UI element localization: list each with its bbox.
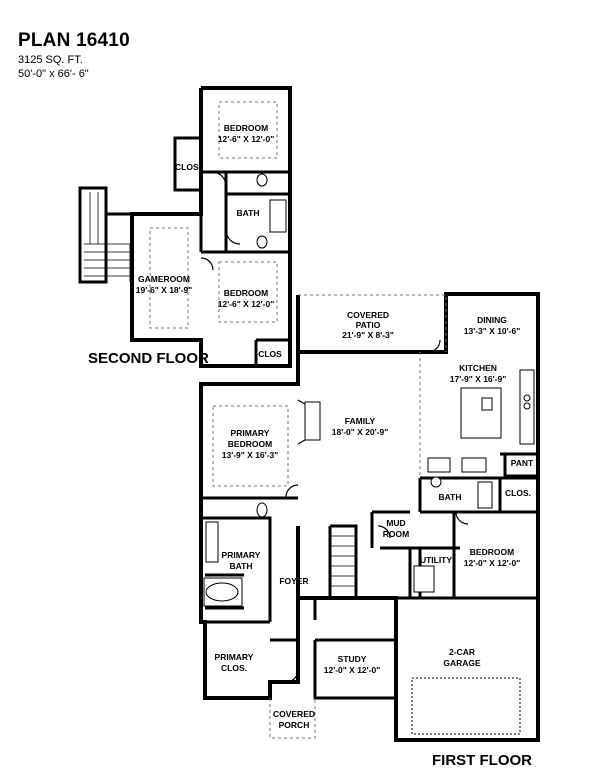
first-floor-label: FIRST FLOOR [432,752,532,768]
room-label-bedroom-down: BEDROOM [470,547,514,557]
room-label-primary-bath-2: BATH [230,561,253,571]
room-label-clos-up-bottom: CLOS [258,349,282,359]
room-label-dining: DINING [477,315,507,325]
plan-dimensions: 50'-0" x 66'- 6" [18,68,89,80]
room-size-family: 18'-0" X 20'-9" [332,427,389,437]
room-label-primary-bedroom: PRIMARY [231,428,270,438]
room-label-pant: PANT [511,458,534,468]
room-label-utility: UTILITY [420,555,452,565]
room-label-primary-bedroom-2: BEDROOM [228,439,272,449]
room-label-covered-patio: COVERED [347,310,389,320]
room-label-mud: MUD [386,518,405,528]
room-label-foyer: FOYER [279,576,308,586]
room-label-bath-down: BATH [439,492,462,502]
room-label-covered-porch-2: PORCH [279,720,310,730]
room-size-bedroom-up-top: 12'-6" X 12'-0" [218,134,275,144]
exterior-stair [78,186,131,284]
room-label-primary-clos-2: CLOS. [221,663,247,673]
room-label-family: FAMILY [345,416,376,426]
room-label-covered-patio-2: PATIO [356,320,381,330]
room-label-kitchen: KITCHEN [459,363,497,373]
room-size-kitchen: 17'-9" X 16'-9" [450,374,507,384]
plan-square-footage: 3125 SQ. FT. [18,54,83,66]
room-size-dining: 13'-3" X 10'-6" [464,326,521,336]
room-size-bedroom-down: 12'-0" X 12'-0" [464,558,521,568]
room-label-primary-bath: PRIMARY [222,550,261,560]
room-label-bath-up: BATH [237,208,260,218]
plan-title: PLAN 16410 [18,30,130,51]
first-floor-plan [199,292,540,742]
room-label-gameroom: GAMEROOM [138,274,190,284]
room-label-clos-down: CLOS. [505,488,531,498]
room-size-bedroom-up-bottom: 12'-6" X 12'-0" [218,299,275,309]
room-label-bedroom-up-bottom: BEDROOM [224,288,268,298]
room-label-covered-porch: COVERED [273,709,315,719]
interior-stair [328,524,358,598]
room-size-covered-patio: 21'-9" X 8'-3" [342,330,394,340]
room-label-study: STUDY [338,654,367,664]
second-floor-plan [78,86,292,368]
room-label-bedroom-up-top: BEDROOM [224,123,268,133]
room-size-study: 12'-0" X 12'-0" [324,665,381,675]
room-size-gameroom: 19'-6" X 18'-9" [136,285,193,295]
room-label-mud-2: ROOM [383,529,409,539]
room-label-garage-2: GARAGE [443,658,481,668]
room-size-primary-bedroom: 13'-9" X 16'-3" [222,450,279,460]
room-label-primary-clos: PRIMARY [215,652,254,662]
second-floor-label: SECOND FLOOR [88,350,209,367]
room-label-clos-up-top: CLOS. [175,162,201,172]
room-label-garage: 2-CAR [449,647,475,657]
